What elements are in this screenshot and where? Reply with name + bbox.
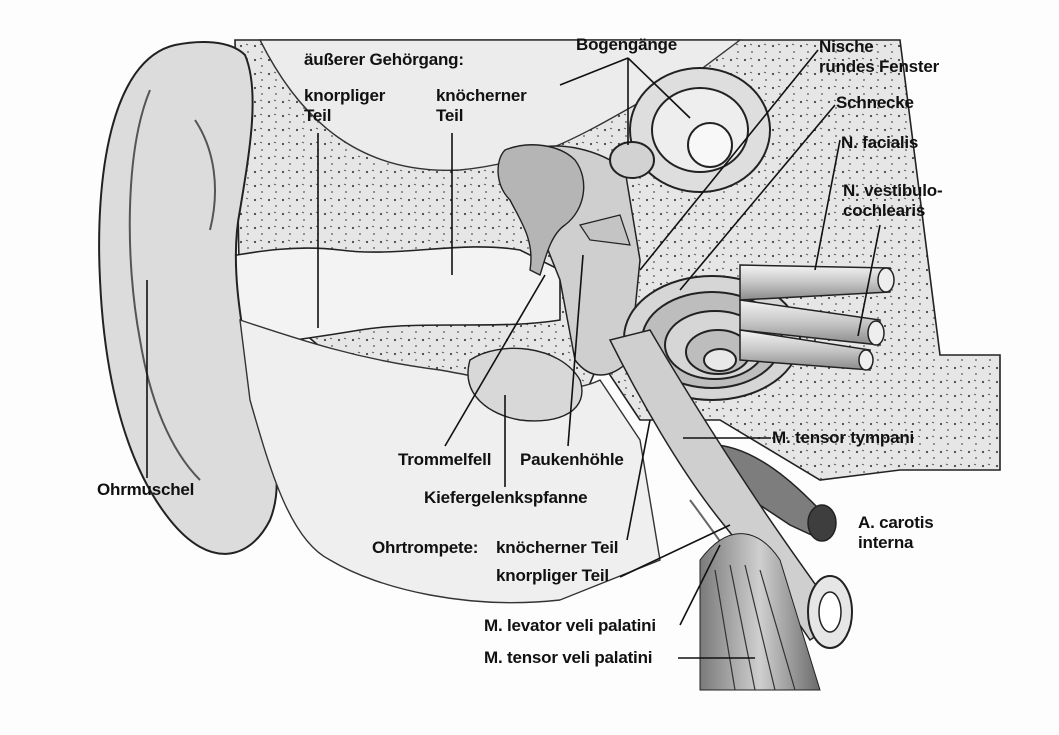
- label-m-tensor-veli-palatini: M. tensor veli palatini: [484, 648, 652, 668]
- label-gehoergang-knoecherner-teil: knöcherner Teil: [436, 86, 527, 126]
- label-line: Teil: [304, 106, 385, 126]
- label-line: Nische: [819, 37, 939, 57]
- label-n-vestibulocochlearis: N. vestibulo- cochlearis: [843, 181, 942, 221]
- label-line: cochlearis: [843, 201, 942, 221]
- label-line: knorpliger: [304, 86, 385, 106]
- label-line: rundes Fenster: [819, 57, 939, 77]
- label-m-levator-veli-palatini: M. levator veli palatini: [484, 616, 656, 636]
- label-nische-rundes-fenster: Nische rundes Fenster: [819, 37, 939, 77]
- label-schnecke: Schnecke: [836, 93, 914, 113]
- label-aeusserer-gehoergang: äußerer Gehörgang:: [304, 50, 464, 70]
- label-ohrtrompete: Ohrtrompete:: [372, 538, 478, 558]
- label-ohrmuschel: Ohrmuschel: [97, 480, 194, 500]
- label-ohrtrompete-knorpliger-teil: knorpliger Teil: [496, 566, 609, 586]
- label-trommelfell: Trommelfell: [398, 450, 491, 470]
- label-line: knöcherner: [436, 86, 527, 106]
- label-paukenhoehle: Paukenhöhle: [520, 450, 624, 470]
- label-line: N. vestibulo-: [843, 181, 942, 201]
- label-line: Teil: [436, 106, 527, 126]
- label-kiefergelenkspfanne: Kiefergelenkspfanne: [424, 488, 587, 508]
- label-n-facialis: N. facialis: [841, 133, 918, 153]
- label-bogengaenge: Bogengänge: [576, 35, 677, 55]
- label-ohrtrompete-knoecherner-teil: knöcherner Teil: [496, 538, 618, 558]
- label-line: A. carotis: [858, 513, 933, 533]
- label-gehoergang-knorpliger-teil: knorpliger Teil: [304, 86, 385, 126]
- label-m-tensor-tympani: M. tensor tympani: [772, 428, 914, 448]
- label-line: interna: [858, 533, 933, 553]
- label-a-carotis-interna: A. carotis interna: [858, 513, 933, 553]
